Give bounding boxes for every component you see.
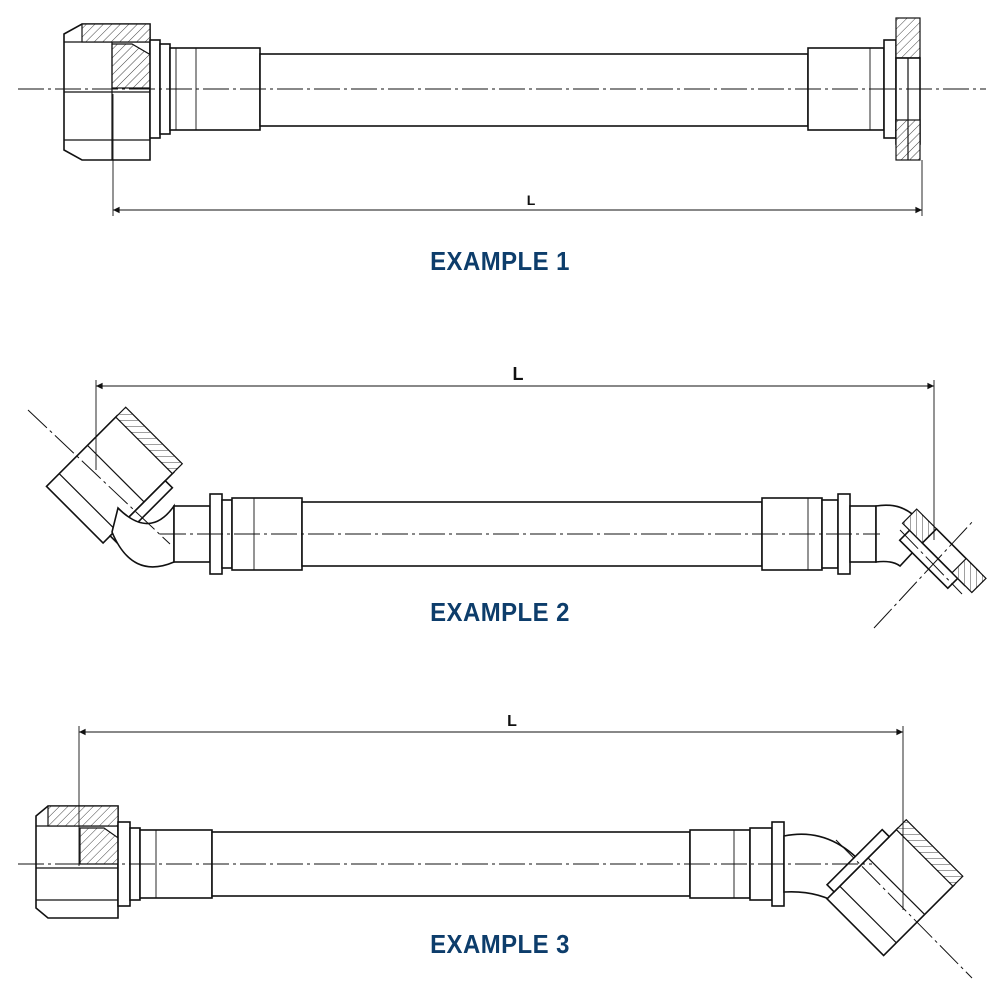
example-2-right-axis — [873, 519, 975, 629]
example-1-caption: EXAMPLE 1 — [430, 246, 570, 276]
example-2-caption: EXAMPLE 2 — [430, 597, 570, 627]
example-2-dimension-label: L — [513, 364, 524, 384]
example-1-dimension-label: L — [527, 192, 536, 208]
example-3-left-nut — [35, 805, 141, 919]
example-2-drawing: L — [27, 364, 987, 629]
example-2-left-nut — [45, 406, 184, 545]
example-3-drawing: L — [18, 713, 973, 979]
example-3-dimension-label: L — [507, 713, 517, 730]
example-1-drawing: L — [18, 17, 986, 216]
example-3-right-axis — [835, 839, 973, 979]
example-3-right-nut — [825, 818, 964, 957]
example-2-left-axis — [27, 409, 171, 545]
example-1-hose — [259, 53, 809, 127]
example-3-caption: EXAMPLE 3 — [430, 929, 570, 959]
example-1-left-nut — [63, 23, 171, 161]
